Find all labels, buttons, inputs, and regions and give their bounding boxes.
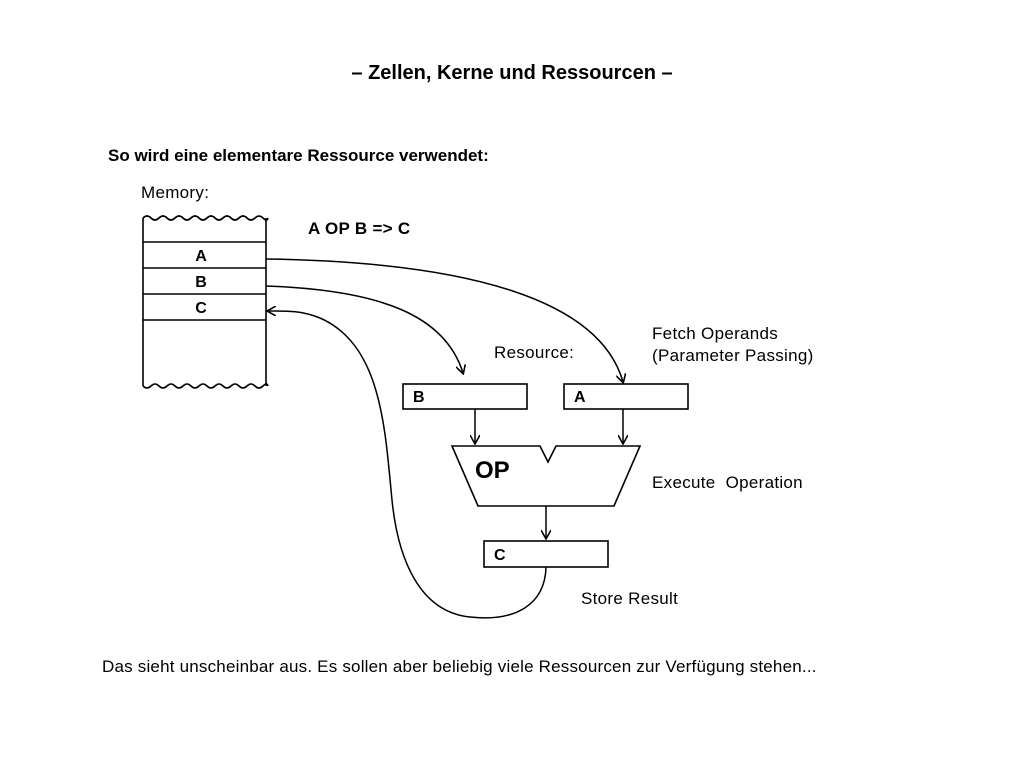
register-b [402,383,528,410]
fetch-arrow-a [265,258,623,382]
execute-operation-label: Execute Operation [652,473,803,492]
page-title: – Zellen, Kerne und Ressourcen – [351,62,673,84]
register-b-label: B [413,389,425,406]
memory-bottom-edge [142,383,269,389]
fetch-arrow-b [265,285,463,373]
register-a-label: A [574,389,586,406]
diagram-subtitle: So wird eine elementare Ressource verwen… [108,146,489,165]
footer-note: Das sieht unscheinbar aus. Es sollen abe… [102,657,817,676]
memory-label: Memory: [141,183,210,202]
resource-label: Resource: [494,343,575,362]
memory-cell-c: C [195,300,207,317]
fetch-operands-label: Fetch Operands [652,324,779,343]
op-unit [450,445,642,507]
memory-cell-a: A [195,248,207,265]
register-a [563,383,689,410]
parameter-passing-label: (Parameter Passing) [652,346,814,365]
op-label: OP [475,457,510,484]
store-result-label: Store Result [581,589,679,608]
memory-cell-b: B [195,274,207,291]
memory-column [142,215,269,389]
store-arrow [268,311,547,619]
memory-top-edge [142,215,269,221]
formula-label: A OP B => C [308,219,411,238]
register-c-label: C [494,547,506,564]
